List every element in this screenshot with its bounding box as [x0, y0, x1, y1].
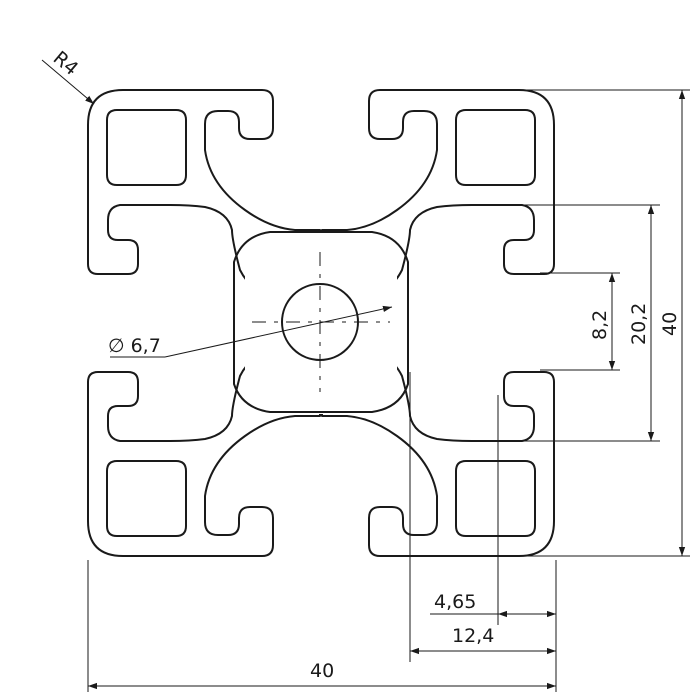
bore-label: ∅ 6,7	[108, 335, 161, 357]
dim-offset-large-label: 12,4	[452, 625, 494, 647]
dim-height-label: 40	[659, 312, 681, 336]
dim-slot-label: 20,2	[628, 303, 650, 345]
bottom-extension-lines	[87, 372, 557, 692]
right-extension-lines	[520, 89, 690, 557]
radius-label: R4	[49, 47, 83, 80]
radius-leader	[41, 59, 95, 105]
dim-offset-small-label: 4,65	[434, 591, 476, 613]
bore-leader	[164, 305, 393, 358]
center-marks	[252, 252, 390, 392]
core-contour	[233, 231, 409, 413]
dim-width-label: 40	[310, 660, 334, 682]
dim-opening-label: 8,2	[589, 310, 611, 340]
corner-cavity-top-left	[106, 109, 187, 186]
